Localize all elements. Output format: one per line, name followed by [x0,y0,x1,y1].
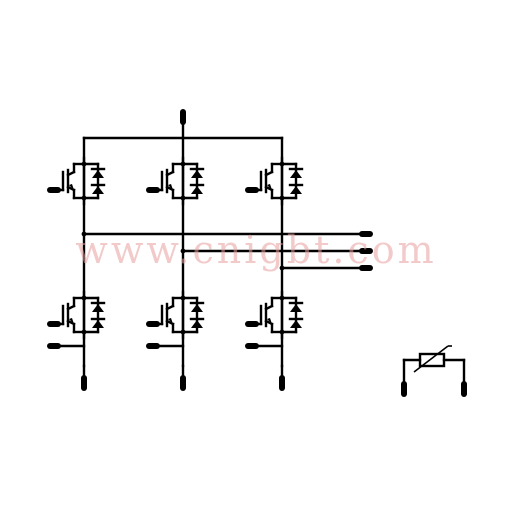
igbt-low-right [250,290,304,340]
phase-outputs [81,231,373,271]
igbt-high-right [250,156,304,206]
igbt-high-middle [151,156,205,206]
igbt-high-left [52,156,106,206]
igbt-low-middle [151,290,205,340]
dc-negative-terminals [81,364,285,391]
ntc-thermistor-icon [401,345,467,397]
igbt-low-left [52,290,106,340]
